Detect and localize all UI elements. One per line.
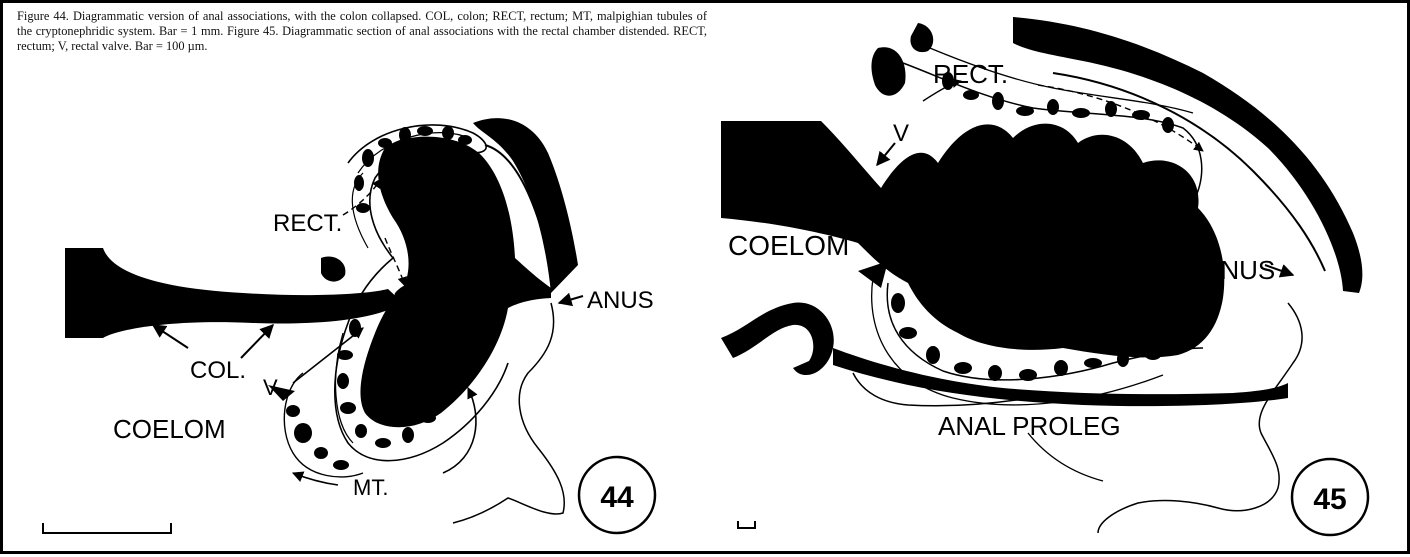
figure-44: RECT. ANUS COL. V. COELOM MT. 44 xyxy=(43,118,655,533)
figure-number-45: 45 xyxy=(1313,483,1346,516)
label-anus-44: ANUS xyxy=(587,287,654,314)
arrow-col-left-44 xyxy=(153,325,188,348)
label-coelom-44: COELOM xyxy=(113,414,226,444)
arrow-mt-44 xyxy=(293,473,338,485)
scale-bar-44 xyxy=(43,523,171,533)
small-tab-45 xyxy=(858,261,888,288)
label-valve-45: V xyxy=(893,120,909,147)
lower-wall-band-45 xyxy=(833,348,1288,406)
label-anus-45: ANUS xyxy=(1203,255,1275,285)
figure-number-44: 44 xyxy=(600,481,634,514)
label-rect-45: RECT. xyxy=(933,59,1008,89)
body-wall-bottom-45 xyxy=(721,303,834,375)
valve-cap-45 xyxy=(910,23,933,52)
label-rect-44: RECT. xyxy=(273,210,342,237)
arrow-anus-44 xyxy=(559,296,583,303)
scale-bar-45 xyxy=(738,521,755,528)
label-valve-44: V. xyxy=(263,375,282,400)
label-coelom-45: COELOM xyxy=(728,230,849,261)
tubule-loop-44 xyxy=(284,373,363,477)
arrow-col-right-44 xyxy=(241,325,273,358)
valve-45 xyxy=(871,47,905,95)
diagram-artwork: RECT. ANUS COL. V. COELOM MT. 44 xyxy=(3,3,1410,557)
label-anal-proleg-45: ANAL PROLEG xyxy=(938,411,1121,441)
label-mt-44: MT. xyxy=(353,475,388,500)
rect-fragment-44 xyxy=(321,257,345,282)
figure-45: RECT. V COELOM ANUS ANAL PROLEG 45 xyxy=(721,17,1368,535)
label-col-44: COL. xyxy=(190,357,246,384)
